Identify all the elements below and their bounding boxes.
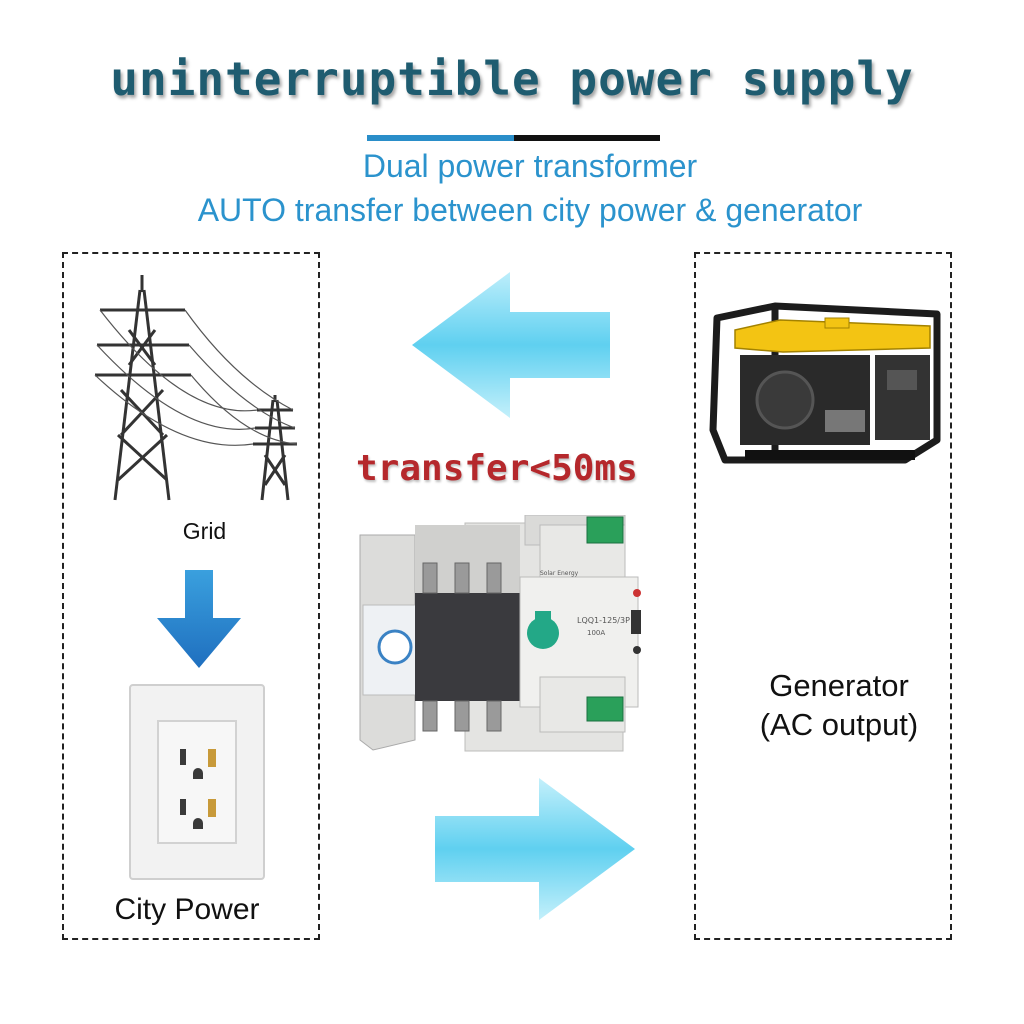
city-power-label: City Power xyxy=(114,893,260,926)
wall-outlet-icon xyxy=(129,684,265,880)
generator-ac-output-label: (AC output) xyxy=(759,707,919,742)
switch-model-text: LQQ1-125/3P xyxy=(577,616,630,625)
subtitle-line-2: AUTO transfer between city power & gener… xyxy=(197,192,863,228)
page-title: uninterruptible power supply xyxy=(110,52,914,106)
subtitle-line-1: Dual power transformer xyxy=(362,148,698,184)
generator-panel xyxy=(694,252,952,940)
generator-icon xyxy=(709,302,941,464)
arrow-left-icon xyxy=(412,272,610,418)
power-tower-icon xyxy=(94,275,298,501)
switch-current-text: 100A xyxy=(587,629,605,637)
title-divider xyxy=(367,135,660,141)
transfer-switch-device: LQQ1-125/3P 100A Solar Energy xyxy=(359,515,641,752)
arrow-down-icon xyxy=(157,570,241,668)
city-power-panel xyxy=(62,252,320,940)
transfer-time-label: transfer<50ms xyxy=(356,448,638,489)
generator-label: Generator xyxy=(769,668,909,703)
arrow-right-icon xyxy=(435,778,635,920)
grid-label: Grid xyxy=(182,518,227,544)
switch-brand-text: Solar Energy xyxy=(540,570,579,577)
